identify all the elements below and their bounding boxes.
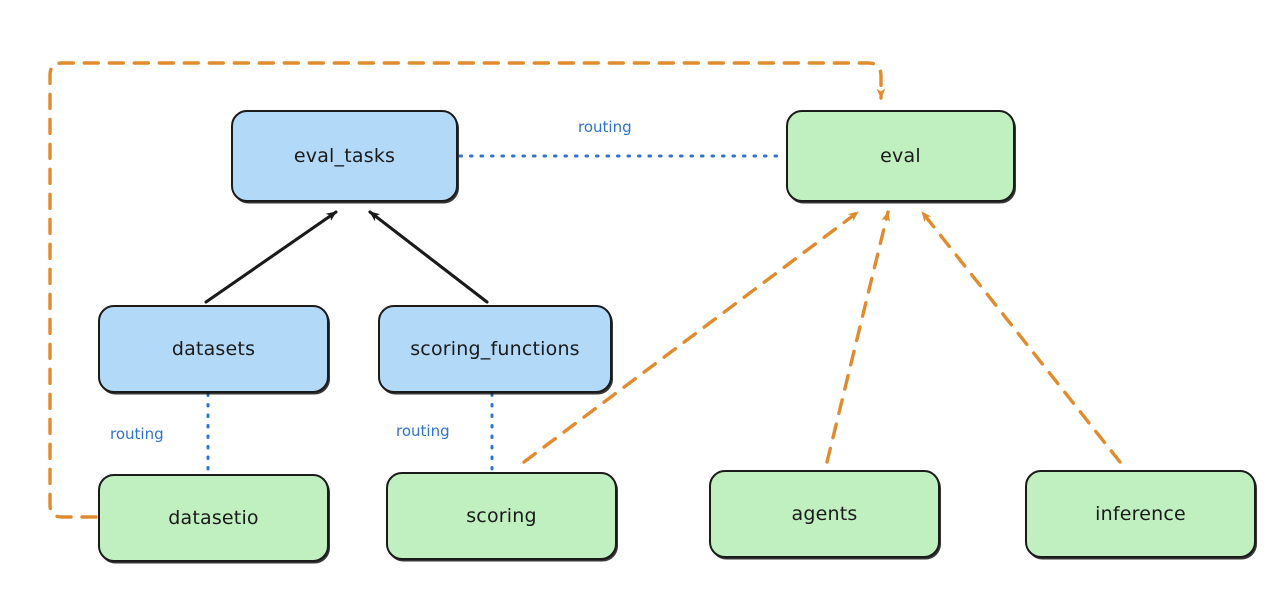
- edge-datasets-eval_tasks: [204, 210, 338, 304]
- node-scoring[interactable]: scoring: [386, 472, 617, 560]
- edge-datasetio-eval: [48, 61, 886, 519]
- edge-agents-eval: [825, 210, 891, 464]
- node-datasetio[interactable]: datasetio: [98, 474, 329, 562]
- node-label-scoring-functions: scoring_functions: [410, 338, 580, 360]
- edge-scoring_functions-eval_tasks: [368, 210, 489, 304]
- node-agents[interactable]: agents: [709, 470, 940, 558]
- node-eval-tasks[interactable]: eval_tasks: [231, 110, 458, 202]
- edge-label-routing-eval-tasks-eval: routing: [578, 118, 632, 136]
- node-label-datasets: datasets: [171, 338, 256, 360]
- edge-label-routing-scoring-functions-scoring: routing: [396, 422, 450, 440]
- node-label-inference: inference: [1095, 503, 1186, 525]
- node-label-eval-tasks: eval_tasks: [293, 145, 396, 167]
- edge-inference-eval: [920, 210, 1122, 464]
- node-datasets[interactable]: datasets: [98, 305, 329, 393]
- node-scoring-functions[interactable]: scoring_functions: [378, 305, 612, 393]
- node-label-datasetio: datasetio: [168, 507, 259, 529]
- node-inference[interactable]: inference: [1025, 470, 1256, 558]
- node-eval[interactable]: eval: [786, 110, 1015, 202]
- edge-label-routing-datasets-datasetio: routing: [110, 425, 164, 443]
- node-label-eval: eval: [880, 145, 921, 167]
- node-label-scoring: scoring: [466, 505, 537, 527]
- node-label-agents: agents: [791, 503, 858, 525]
